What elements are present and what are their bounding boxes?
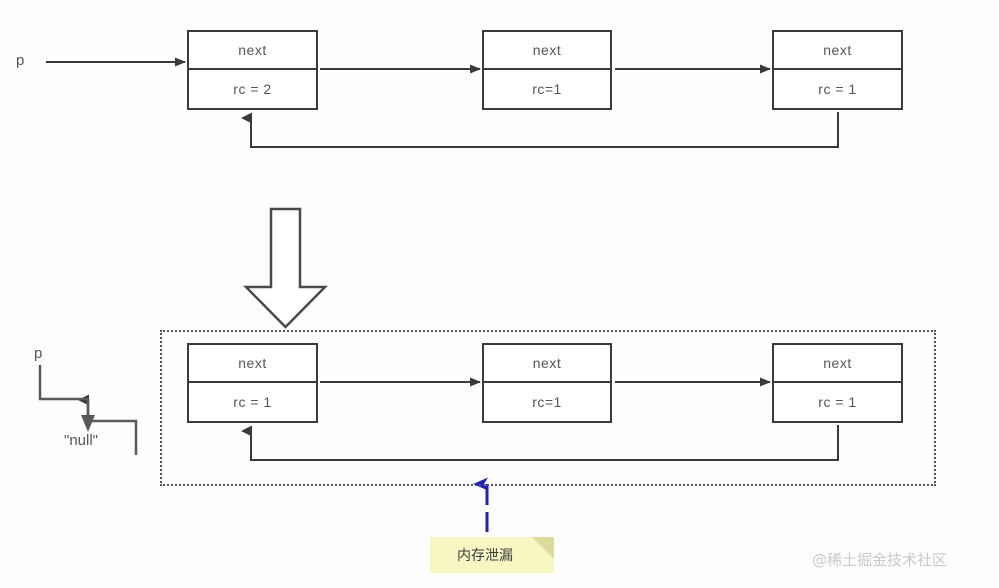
block-down-arrow-icon (243, 207, 328, 329)
top-node-1-rc: rc = 2 (233, 81, 272, 97)
bottom-node-3-next: next (774, 345, 901, 383)
bottom-node-3-rc: rc = 1 (818, 394, 857, 410)
top-node-3-next: next (774, 32, 901, 70)
memory-leak-label: 内存泄漏 (457, 548, 513, 564)
leaked-region-boundary (160, 330, 936, 486)
null-label: "null" (64, 432, 98, 449)
bottom-pointer-arrowhead-icon (81, 415, 95, 432)
watermark: @稀土掘金技术社区 (812, 551, 948, 569)
note-fold-corner-icon (532, 537, 554, 559)
bottom-node-2: next rc=1 (482, 343, 612, 423)
bottom-node-1: next rc = 1 (187, 343, 318, 423)
bottom-pointer-label: p (34, 345, 43, 362)
bottom-node-1-rc: rc = 1 (233, 394, 272, 410)
top-node-1-next: next (189, 32, 316, 70)
bottom-cycle-edge (241, 425, 839, 461)
top-pointer-label: p (16, 52, 25, 69)
bottom-pointer-path (38, 365, 90, 418)
top-node-1: next rc = 2 (187, 30, 318, 110)
top-node-2-next: next (484, 32, 610, 70)
bottom-node-2-rc: rc=1 (532, 394, 562, 410)
top-node-3-rc: rc = 1 (818, 81, 857, 97)
top-node-3: next rc = 1 (772, 30, 903, 110)
top-cycle-edge (241, 112, 839, 148)
top-node-2-rc: rc=1 (532, 81, 562, 97)
bottom-node-2-next: next (484, 345, 610, 383)
memory-leak-note: 内存泄漏 (430, 537, 554, 573)
bottom-node-3: next rc = 1 (772, 343, 903, 423)
bottom-node-1-next: next (189, 345, 316, 383)
top-node-2: next rc=1 (482, 30, 612, 110)
